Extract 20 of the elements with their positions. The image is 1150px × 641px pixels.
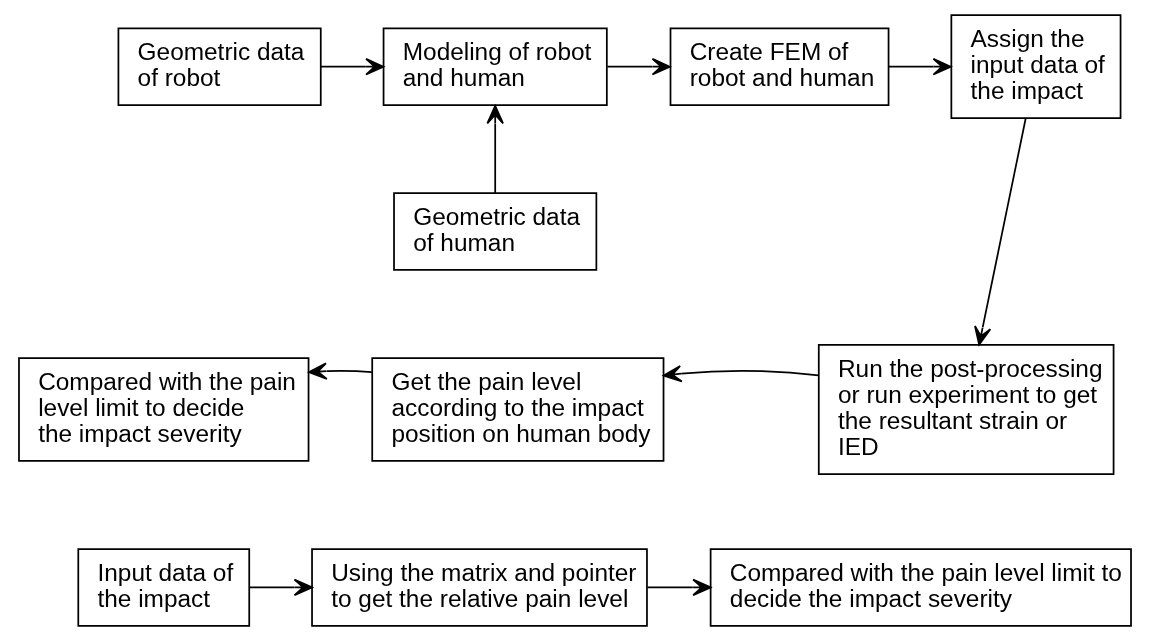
- node-box: Assign the input data of the impact: [950, 14, 1122, 120]
- node-box: Modeling of robot and human: [382, 27, 608, 106]
- arrow: [662, 365, 820, 383]
- arrow: [646, 578, 712, 597]
- node-box: Input data of the impact: [77, 548, 251, 627]
- node-box: Get the pain level according to the impact position on human body: [371, 357, 665, 462]
- arrow: [319, 57, 385, 76]
- arrow: [887, 57, 952, 76]
- node-box: Compared with the pain level limit to decide the impact severity: [709, 548, 1132, 627]
- node-box: Geometric data of robot: [117, 27, 322, 106]
- arrow: [606, 57, 671, 76]
- arrow: [974, 117, 1027, 346]
- arrow: [248, 578, 313, 597]
- node-box: Run the post-processing or run experiment to get the resultant strain or IED: [817, 344, 1115, 475]
- node-box: Using the matrix and pointer to get the relative pain level: [311, 548, 648, 627]
- arrow: [486, 104, 504, 194]
- node-box: Create FEM of robot and human: [669, 27, 890, 106]
- node-box: Geometric data of human: [393, 192, 598, 271]
- node-box: Compared with the pain level limit to decide the impact severity: [18, 357, 310, 462]
- arrow: [308, 362, 373, 380]
